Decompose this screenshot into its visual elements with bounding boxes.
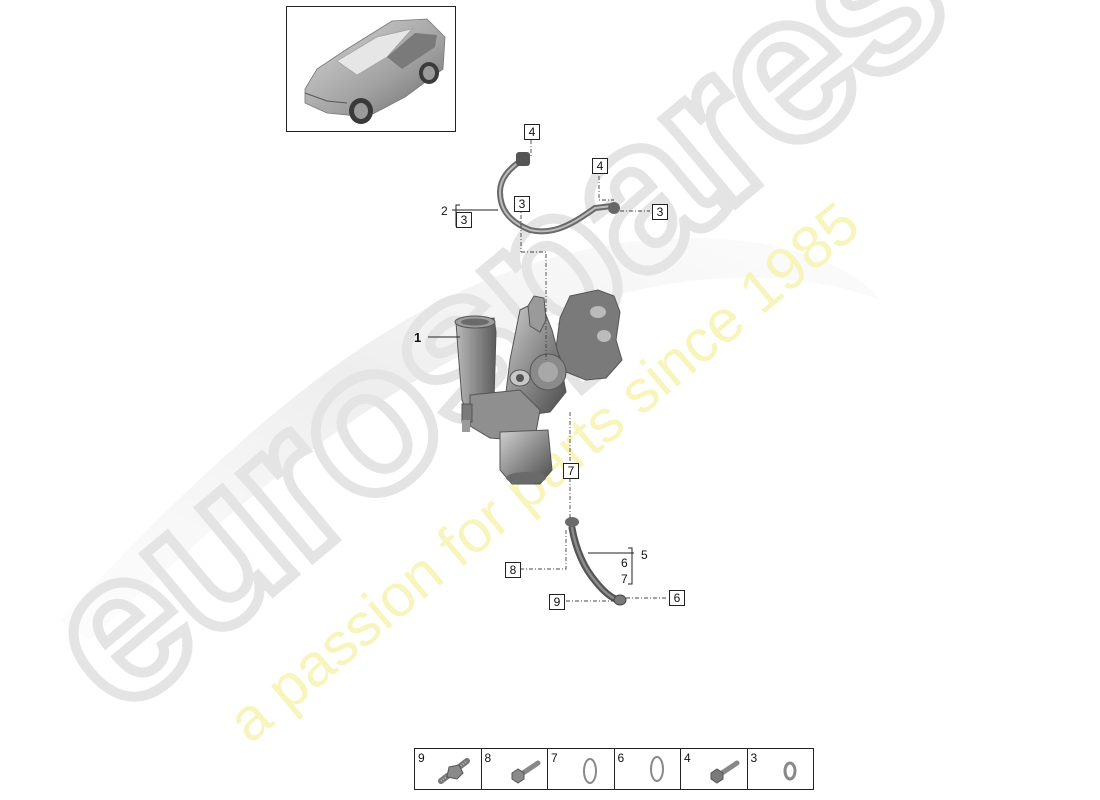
callout-5-sub-7[interactable]: 7 xyxy=(621,572,628,586)
oil-return-line xyxy=(565,517,627,606)
legend-number: 4 xyxy=(684,751,691,765)
callout-1-turbocharger[interactable]: 1 xyxy=(414,330,422,345)
sealing-ring-icon xyxy=(783,761,796,781)
callout-6[interactable]: 6 xyxy=(669,590,685,606)
dashed-connectors xyxy=(520,140,668,602)
hardware-legend: 9 8 7 6 4 3 xyxy=(414,748,814,790)
callout-8[interactable]: 8 xyxy=(505,562,521,578)
suv-icon xyxy=(304,18,446,124)
o-ring-icon xyxy=(649,756,664,782)
o-ring-icon xyxy=(583,758,597,784)
legend-item-3[interactable]: 3 xyxy=(748,749,814,789)
turbocharger xyxy=(454,289,623,485)
callout-4-top-left[interactable]: 4 xyxy=(524,124,540,140)
legend-item-9[interactable]: 9 xyxy=(415,749,482,789)
legend-number: 3 xyxy=(750,751,758,765)
callout-2-oil-feed-line[interactable]: 2 xyxy=(441,204,448,218)
callout-2-sub-3[interactable]: 3 xyxy=(456,212,472,228)
legend-number: 6 xyxy=(617,751,625,765)
legend-number: 8 xyxy=(484,751,492,765)
callout-9[interactable]: 9 xyxy=(549,594,565,610)
legend-item-4[interactable]: 4 xyxy=(681,749,748,789)
oil-feed-line xyxy=(496,152,620,235)
callout-3-top-left[interactable]: 3 xyxy=(514,196,530,212)
legend-number: 7 xyxy=(551,751,558,765)
legend-item-8[interactable]: 8 xyxy=(482,749,548,789)
banjo-bolt-icon xyxy=(710,760,740,784)
bolt-icon xyxy=(511,760,540,784)
callout-4-top-right[interactable]: 4 xyxy=(592,158,608,174)
stud-bolt-icon xyxy=(438,758,470,784)
legend-number: 9 xyxy=(418,751,425,765)
legend-item-7[interactable]: 7 xyxy=(548,749,615,789)
callout-3-top-right[interactable]: 3 xyxy=(652,204,668,220)
callout-5-sub-6[interactable]: 6 xyxy=(621,556,628,570)
callout-7-mid[interactable]: 7 xyxy=(563,463,579,479)
callout-5-oil-return-line[interactable]: 5 xyxy=(641,548,648,562)
legend-item-6[interactable]: 6 xyxy=(615,749,681,789)
vehicle-thumbnail xyxy=(286,6,456,132)
